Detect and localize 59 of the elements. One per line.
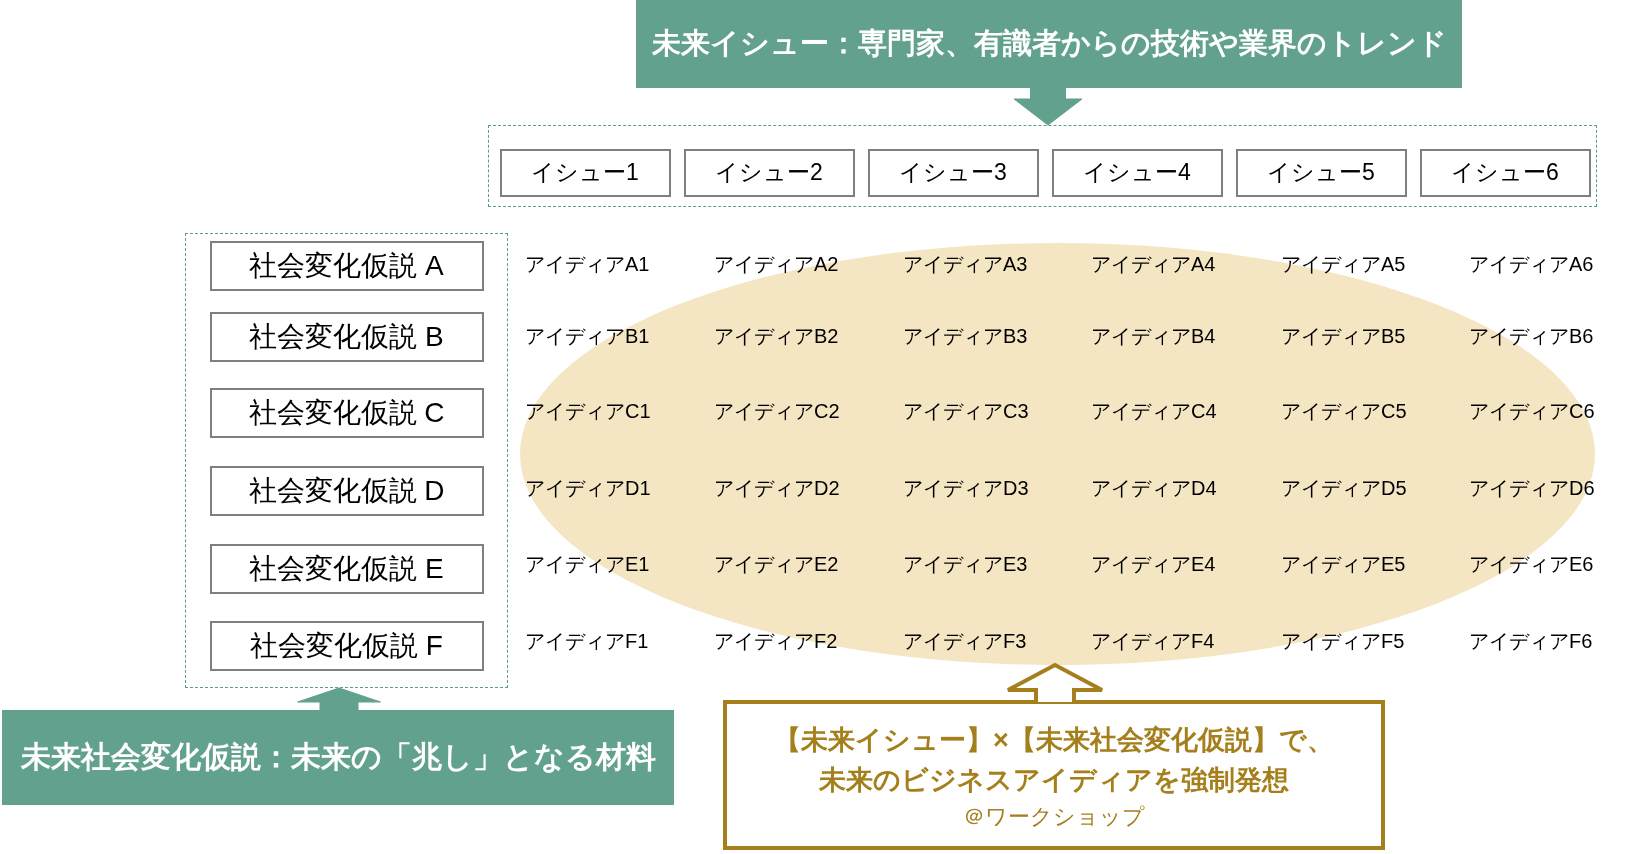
issue-box: イシュー6 bbox=[1419, 148, 1591, 197]
idea-label: アイディアB3 bbox=[903, 324, 1028, 349]
issue-box: イシュー4 bbox=[1051, 148, 1223, 197]
idea-label: アイディアD3 bbox=[903, 476, 1029, 501]
idea-label: アイディアF4 bbox=[1091, 629, 1215, 654]
issue-box: イシュー3 bbox=[867, 148, 1039, 197]
block-arrow bbox=[1013, 87, 1083, 126]
issue-box: イシュー1 bbox=[499, 148, 671, 197]
idea-label: アイディアF2 bbox=[714, 629, 838, 654]
idea-label: アイディアE6 bbox=[1469, 552, 1594, 577]
block-arrow bbox=[297, 687, 381, 711]
idea-label: アイディアF6 bbox=[1469, 629, 1593, 654]
callout-subtext: ＠ワークショップ bbox=[963, 803, 1145, 831]
idea-label: アイディアF1 bbox=[525, 629, 649, 654]
idea-label: アイディアC2 bbox=[714, 399, 840, 424]
idea-label: アイディアA1 bbox=[525, 252, 650, 277]
idea-label: アイディアC3 bbox=[903, 399, 1029, 424]
idea-label: アイディアB1 bbox=[525, 324, 650, 349]
idea-label: アイディアB4 bbox=[1091, 324, 1216, 349]
idea-label: アイディアA6 bbox=[1469, 252, 1594, 277]
heading-banner: 未来社会変化仮説：未来の「兆し」となる材料 bbox=[2, 710, 674, 805]
idea-label: アイディアE2 bbox=[714, 552, 839, 577]
idea-label: アイディアA5 bbox=[1281, 252, 1406, 277]
idea-label: アイディアD6 bbox=[1469, 476, 1595, 501]
idea-label: アイディアC5 bbox=[1281, 399, 1407, 424]
idea-label: アイディアD1 bbox=[525, 476, 651, 501]
idea-label: アイディアF3 bbox=[903, 629, 1027, 654]
hypothesis-box: 社会変化仮説 B bbox=[209, 311, 484, 362]
idea-label: アイディアB6 bbox=[1469, 324, 1594, 349]
idea-label: アイディアC1 bbox=[525, 399, 651, 424]
block-arrow bbox=[1006, 662, 1104, 704]
hypothesis-box: 社会変化仮説 A bbox=[209, 240, 484, 291]
idea-label: アイディアA3 bbox=[903, 252, 1028, 277]
idea-label: アイディアB5 bbox=[1281, 324, 1406, 349]
idea-label: アイディアE1 bbox=[525, 552, 650, 577]
callout-text: 【未来イシュー】×【未来社会変化仮説】で、未来のビジネスアイディアを強制発想 bbox=[773, 724, 1335, 797]
idea-label: アイディアE5 bbox=[1281, 552, 1406, 577]
idea-label: アイディアC4 bbox=[1091, 399, 1217, 424]
idea-label: アイディアE4 bbox=[1091, 552, 1216, 577]
idea-label: アイディアE3 bbox=[903, 552, 1028, 577]
issue-box: イシュー5 bbox=[1235, 148, 1407, 197]
ellipse bbox=[520, 243, 1595, 665]
idea-label: アイディアD5 bbox=[1281, 476, 1407, 501]
dashed-frame bbox=[185, 233, 508, 688]
idea-label: アイディアB2 bbox=[714, 324, 839, 349]
heading-banner: 未来イシュー：専門家、有識者からの技術や業界のトレンド bbox=[636, 0, 1462, 88]
callout-box bbox=[723, 700, 1385, 850]
idea-label: アイディアD4 bbox=[1091, 476, 1217, 501]
idea-label: アイディアA2 bbox=[714, 252, 839, 277]
idea-label: アイディアA4 bbox=[1091, 252, 1216, 277]
hypothesis-box: 社会変化仮説 F bbox=[209, 620, 484, 671]
hypothesis-box: 社会変化仮説 E bbox=[209, 543, 484, 594]
dashed-frame bbox=[488, 125, 1597, 207]
idea-label: アイディアD2 bbox=[714, 476, 840, 501]
idea-label: アイディアF5 bbox=[1281, 629, 1405, 654]
issue-box: イシュー2 bbox=[683, 148, 855, 197]
hypothesis-box: 社会変化仮説 C bbox=[209, 387, 484, 438]
idea-label: アイディアC6 bbox=[1469, 399, 1595, 424]
hypothesis-box: 社会変化仮説 D bbox=[209, 465, 484, 516]
